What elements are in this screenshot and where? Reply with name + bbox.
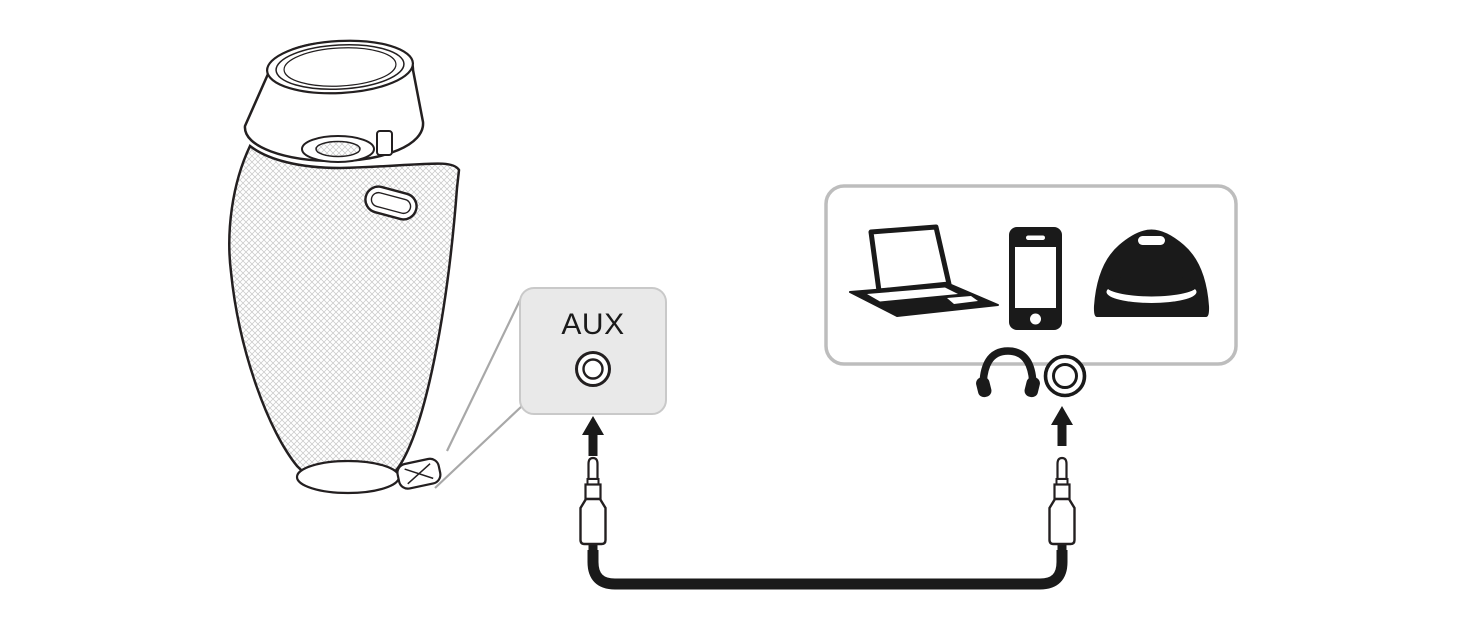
aux-plug-left (579, 456, 607, 559)
speaker-body-mesh (228, 144, 461, 494)
smartphone-icon (1009, 227, 1062, 330)
speaker-driver (301, 135, 375, 163)
headphone-jack-icon (1043, 354, 1087, 398)
aux-input-jack-icon (575, 351, 611, 387)
speaker-aux-flap (396, 457, 442, 490)
callout-connector-lines (434, 295, 523, 489)
aux-callout: AUX (519, 287, 667, 415)
up-arrow-right (1051, 406, 1073, 446)
aux-audio-cable (587, 550, 1068, 590)
speaker-base (295, 459, 401, 495)
up-arrow-left (582, 416, 604, 456)
laptop-icon (849, 224, 999, 317)
aux-label: AUX (561, 308, 624, 341)
speaker-device-icon (1093, 229, 1210, 317)
speaker-handle (364, 185, 418, 221)
speaker-hinge (376, 130, 393, 156)
aux-plug-right (1048, 456, 1076, 559)
headphones-icon (976, 347, 1040, 398)
devices-panel (824, 184, 1238, 366)
speaker-top-grille (265, 39, 415, 95)
portable-speaker-illustration (228, 39, 461, 495)
